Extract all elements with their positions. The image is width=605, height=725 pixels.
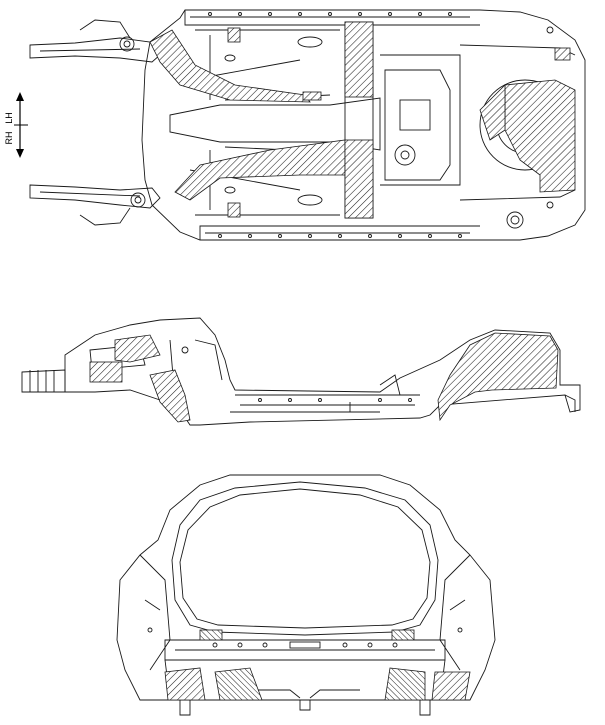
hatched-repair-zones-side bbox=[89, 332, 559, 423]
sill-holes bbox=[208, 12, 462, 238]
underbody-side-view bbox=[21, 317, 581, 426]
hatched-repair-zones-bottom bbox=[149, 21, 576, 219]
orientation-indicator: LH RH bbox=[4, 92, 28, 158]
lh-label: LH bbox=[4, 112, 14, 124]
hatched-repair-zones-rear bbox=[164, 629, 471, 701]
rh-label: RH bbox=[4, 132, 14, 145]
rear-end-panel-view bbox=[116, 474, 496, 716]
